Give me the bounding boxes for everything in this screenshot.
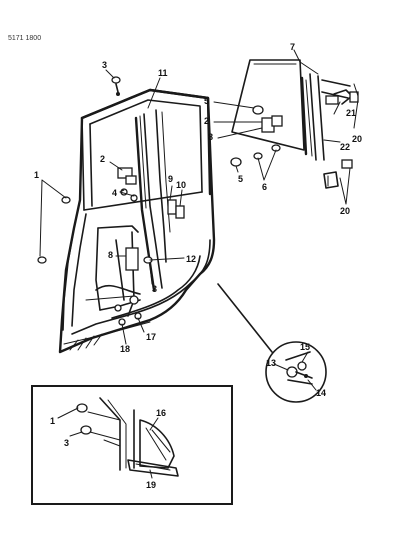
callout-20: 20 <box>352 134 362 144</box>
part-17-18-pivot <box>118 312 142 326</box>
callout-8-glass: 8 <box>208 132 213 142</box>
callout-20-lower: 20 <box>340 206 350 216</box>
division-channel <box>134 113 163 292</box>
door-assembly <box>58 88 216 354</box>
callout-12: 12 <box>186 254 196 264</box>
callout-14: 14 <box>316 388 326 398</box>
window-regulator <box>85 225 141 317</box>
window-frame <box>80 88 212 211</box>
glass-run-channel <box>155 109 171 263</box>
callout-1: 1 <box>34 170 39 180</box>
callout-3-inset: 3 <box>64 438 69 448</box>
callout-1-inset: 1 <box>50 416 55 426</box>
callout-10: 10 <box>176 180 186 190</box>
magnified-detail <box>217 283 327 403</box>
drawing-code: 5171 1800 <box>8 35 41 42</box>
callout-13: 13 <box>266 358 276 368</box>
callout-18: 18 <box>120 344 130 354</box>
callout-19: 19 <box>146 480 156 490</box>
callout-2-glass: 2 <box>204 116 209 126</box>
callout-8: 8 <box>108 250 113 260</box>
callout-9: 9 <box>168 174 173 184</box>
glass-detail <box>213 49 359 205</box>
callout-15: 15 <box>300 342 310 352</box>
part-3-fastener <box>111 76 153 264</box>
part-9-10-stops <box>167 199 185 219</box>
callout-4: 4 <box>112 188 117 198</box>
callout-5-lower: 5 <box>238 174 243 184</box>
part-1-clips <box>37 196 71 264</box>
part-2-glass-bracket <box>117 167 137 185</box>
callout-16: 16 <box>156 408 166 418</box>
callout-22: 22 <box>340 142 350 152</box>
callout-5: 5 <box>204 96 209 106</box>
callout-labels: 1 2 3 4 5 6 7 8 9 10 11 12 13 14 15 16 1… <box>34 42 362 490</box>
inset-view <box>31 385 233 505</box>
callout-21: 21 <box>346 108 356 118</box>
callout-11: 11 <box>158 68 168 78</box>
callout-17: 17 <box>146 332 156 342</box>
callout-7: 7 <box>290 42 295 52</box>
callout-6: 6 <box>262 182 267 192</box>
callout-3-lower: 3 <box>152 284 157 294</box>
callout-2: 2 <box>100 154 105 164</box>
callout-leaders-main <box>39 69 185 345</box>
callout-3: 3 <box>102 60 107 70</box>
